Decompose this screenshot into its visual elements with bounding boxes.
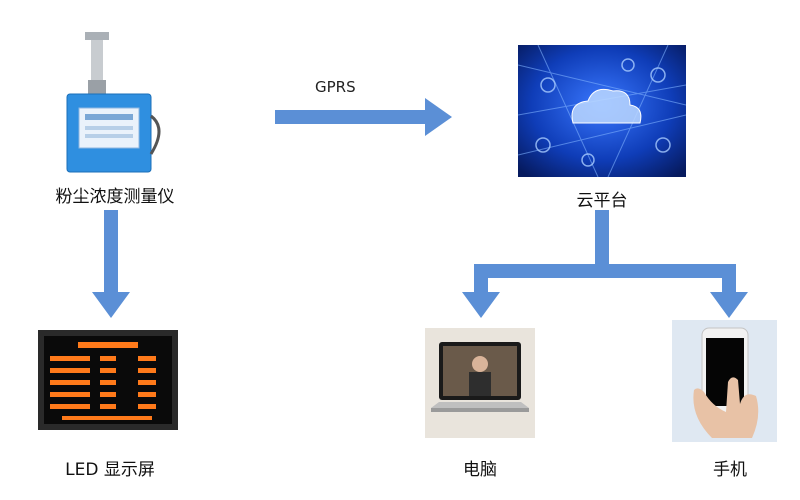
cloud-image	[517, 44, 687, 178]
cloud-node	[517, 44, 687, 178]
arrow-meter-to-led	[92, 210, 130, 318]
led-label: LED 显示屏	[65, 460, 155, 480]
led-node	[38, 330, 178, 430]
led-display-image	[38, 330, 178, 430]
edge-label-gprs: GPRS	[315, 78, 356, 96]
dust-meter-image	[66, 32, 161, 173]
computer-label: 电脑	[463, 460, 497, 480]
computer-node	[425, 328, 535, 438]
arrow-cloud-to-computer	[462, 264, 500, 318]
dust-meter-node	[55, 28, 175, 178]
arrow-cloud-branch	[474, 264, 736, 278]
phone-image	[672, 320, 777, 442]
cloud-label: 云平台	[576, 191, 628, 211]
phone-label: 手机	[713, 460, 747, 480]
dust-meter-label: 粉尘浓度测量仪	[55, 187, 175, 207]
computer-image	[425, 328, 535, 438]
phone-node	[672, 320, 777, 442]
arrow-cloud-to-phone	[710, 264, 748, 318]
arrow-cloud-trunk	[595, 210, 609, 268]
arrow-meter-to-cloud	[275, 98, 452, 136]
